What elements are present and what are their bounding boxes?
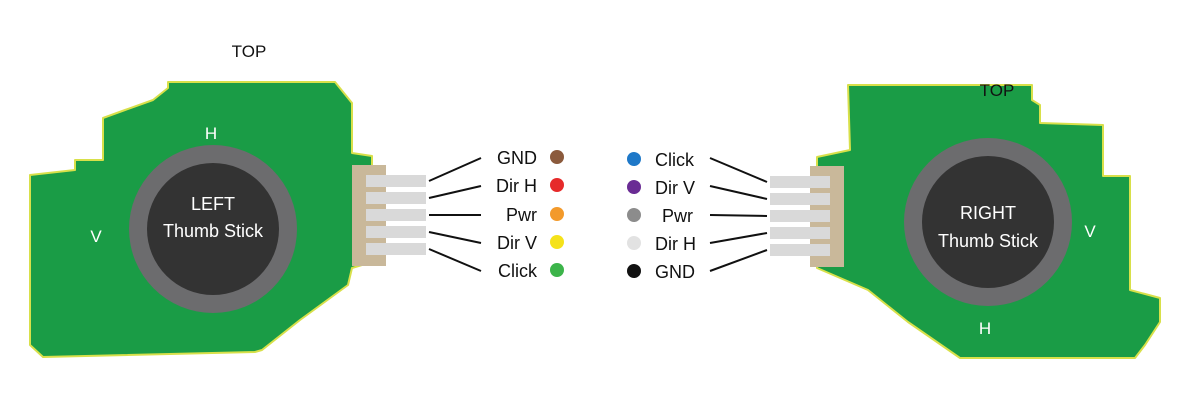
left-pin-label: Pwr bbox=[506, 205, 537, 225]
left-pin-color-dot bbox=[550, 178, 564, 192]
left-pin-color-dot bbox=[550, 263, 564, 277]
right-connector bbox=[770, 166, 844, 267]
left-connector bbox=[352, 165, 426, 266]
right-leader-dirh bbox=[709, 232, 768, 244]
right-pin-label: Dir V bbox=[655, 178, 695, 198]
left-leader-lines bbox=[428, 157, 482, 272]
right-pin-color-dot bbox=[627, 180, 641, 194]
left-pin-1 bbox=[366, 175, 426, 187]
left-pin-5 bbox=[366, 243, 426, 255]
right-pin-color-dot bbox=[627, 264, 641, 278]
right-leader-dirv bbox=[709, 185, 768, 200]
right-pin-color-dot bbox=[627, 152, 641, 166]
right-pin-2 bbox=[770, 193, 830, 205]
left-v-label: V bbox=[90, 227, 102, 246]
left-stick-label-line2: Thumb Stick bbox=[163, 221, 264, 241]
left-pin-label: Dir V bbox=[497, 233, 537, 253]
right-leader-lines bbox=[709, 157, 768, 272]
left-pin-4 bbox=[366, 226, 426, 238]
right-pin-label: Dir H bbox=[655, 234, 696, 254]
left-pin-2 bbox=[366, 192, 426, 204]
right-pin-color-dot bbox=[627, 208, 641, 222]
right-leader-gnd bbox=[709, 249, 768, 272]
right-thumb-stick[interactable]: RIGHT Thumb Stick bbox=[904, 138, 1072, 306]
right-pin-3 bbox=[770, 210, 830, 222]
right-pin-1 bbox=[770, 176, 830, 188]
right-leader-click bbox=[709, 157, 768, 183]
left-leader-click bbox=[428, 248, 482, 272]
right-stick-label-line2: Thumb Stick bbox=[938, 231, 1039, 251]
right-pin-label: Pwr bbox=[662, 206, 693, 226]
right-stick-label-line1: RIGHT bbox=[960, 203, 1016, 223]
left-leader-gnd bbox=[428, 157, 482, 182]
left-pin-3 bbox=[366, 209, 426, 221]
left-pin-color-dot bbox=[550, 235, 564, 249]
right-top-label: TOP bbox=[980, 81, 1015, 100]
right-stick-center bbox=[922, 156, 1054, 288]
left-leader-dirv bbox=[428, 231, 482, 244]
left-stick-label-line1: LEFT bbox=[191, 194, 235, 214]
right-pin-label: GND bbox=[655, 262, 695, 282]
right-v-label: V bbox=[1084, 222, 1096, 241]
left-pin-label: Dir H bbox=[496, 176, 537, 196]
left-thumb-stick[interactable]: LEFT Thumb Stick bbox=[129, 145, 297, 313]
left-pin-label: Click bbox=[498, 261, 538, 281]
right-pin-4 bbox=[770, 227, 830, 239]
right-h-label: H bbox=[979, 319, 991, 338]
left-pin-legend: GND Dir H Pwr Dir V Click bbox=[496, 148, 564, 281]
left-stick-center bbox=[147, 163, 279, 295]
left-leader-dirh bbox=[428, 185, 482, 199]
right-thumbstick-board: TOP H V RIGHT Thumb Stick Click bbox=[627, 81, 1161, 359]
right-pin-5 bbox=[770, 244, 830, 256]
left-pin-label: GND bbox=[497, 148, 537, 168]
left-h-label: H bbox=[205, 124, 217, 143]
right-pin-color-dot bbox=[627, 236, 641, 250]
left-top-label: TOP bbox=[232, 42, 267, 61]
left-thumbstick-board: TOP H V LEFT Thumb Stick GND D bbox=[29, 42, 564, 358]
left-pin-color-dot bbox=[550, 150, 564, 164]
left-pin-color-dot bbox=[550, 207, 564, 221]
right-pin-label: Click bbox=[655, 150, 695, 170]
right-leader-pwr bbox=[709, 214, 768, 217]
right-pin-legend: Click Dir V Pwr Dir H GND bbox=[627, 150, 696, 282]
